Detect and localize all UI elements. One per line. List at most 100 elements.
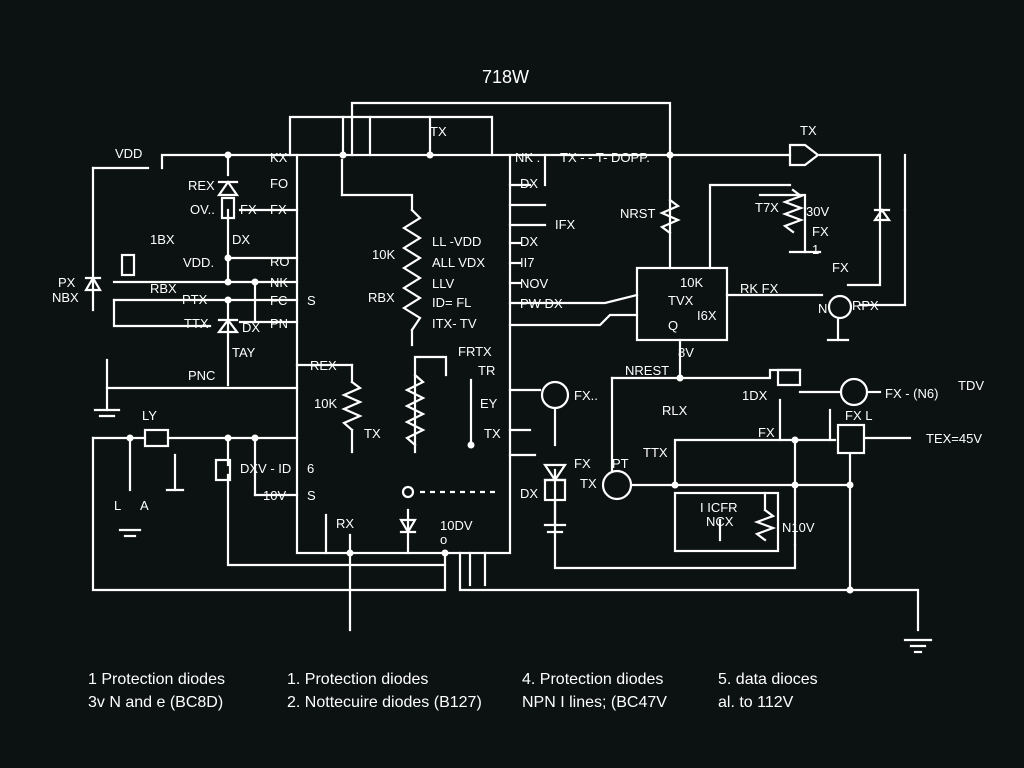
label-dx-bottom: DX xyxy=(520,486,538,501)
label-tx-3: TX xyxy=(580,476,597,491)
label-10k-2: 10K xyxy=(314,396,337,411)
label-ic-ro: RO xyxy=(270,254,290,269)
label-dx-4: DX xyxy=(520,234,538,249)
label-tx-right: TX xyxy=(800,123,817,138)
label-pw-dx: PW DX xyxy=(520,296,563,311)
legend-col-1: 1 Protection diodes 3v N and e (BC8D) xyxy=(88,668,225,714)
label-llv: LLV xyxy=(432,276,454,291)
label-tx-top: TX xyxy=(430,124,447,139)
label-fx-n6: FX - (N6) xyxy=(885,386,938,401)
diagram-title: 718W xyxy=(482,67,529,87)
label-ic-kx: KX xyxy=(270,150,288,165)
label-ly: LY xyxy=(142,408,157,423)
label-rbx-2: RBX xyxy=(368,290,395,305)
schematic-labels: 718W VDD REX OV.. FX 1BX DX VDD. PX NBX … xyxy=(52,67,984,547)
label-ic-fo: FO xyxy=(270,176,288,191)
legend-2-line-1: 1. Protection diodes xyxy=(287,671,429,688)
legend-col-3: 4. Protection diodes NPN I lines; (BC47V xyxy=(522,668,667,714)
legend-3-line-1: 4. Protection diodes xyxy=(522,671,664,688)
label-ic-nk: NK xyxy=(270,275,288,290)
label-nk-dot: NK . xyxy=(515,150,540,165)
label-px-left: PX xyxy=(58,275,76,290)
label-nbx: NBX xyxy=(52,290,79,305)
label-ic-s1: S xyxy=(307,293,316,308)
label-pnc: PNC xyxy=(188,368,215,383)
label-ncx: NCX xyxy=(706,514,734,529)
components xyxy=(84,143,892,535)
label-1: 1 xyxy=(812,242,819,257)
label-ov: OV.. xyxy=(190,202,215,217)
label-ic-6: 6 xyxy=(307,461,314,476)
legend-4-line-1: 5. data dioces xyxy=(718,671,818,688)
label-nov: NOV xyxy=(520,276,549,291)
label-tx-dopp: TX - - T- DOPP. xyxy=(560,150,650,165)
label-30v: 30V xyxy=(806,204,829,219)
legend-2-line-2: 2. Nottecuire diodes (B127) xyxy=(287,694,482,711)
label-10k-1: 10K xyxy=(372,247,395,262)
label-1bx: 1BX xyxy=(150,232,175,247)
label-rlx: RLX xyxy=(662,403,688,418)
label-dx-3: DX xyxy=(520,176,538,191)
label-o: o xyxy=(440,532,447,547)
label-nrest: NREST xyxy=(625,363,669,378)
label-ttx: TTX xyxy=(184,316,209,331)
label-ll-vdd: LL -VDD xyxy=(432,234,481,249)
legend-3-line-2: NPN I lines; (BC47V xyxy=(522,694,667,711)
label-nrst-1: NRST xyxy=(620,206,655,221)
label-vdd-top: VDD xyxy=(115,146,142,161)
label-tr: TR xyxy=(478,363,495,378)
label-fx-l: FX L xyxy=(845,408,872,423)
legend-col-4: 5. data dioces al. to 112V xyxy=(718,668,818,714)
label-ic-pn: PN xyxy=(270,316,288,331)
label-frtx: FRTX xyxy=(458,344,492,359)
label-tay: TAY xyxy=(232,345,256,360)
label-vdd-2: VDD. xyxy=(183,255,214,270)
label-rbx: RBX xyxy=(150,281,177,296)
label-dxv-id: DXV - ID xyxy=(240,461,291,476)
label-ii7: II7 xyxy=(520,255,534,270)
label-tx-1: TX xyxy=(364,426,381,441)
label-10k-3: 10K xyxy=(680,275,703,290)
label-ic-s2: S xyxy=(307,488,316,503)
legend-1-line-2: 3v N and e (BC8D) xyxy=(88,694,224,711)
label-fx-r1: FX xyxy=(812,224,829,239)
label-i6x: I6X xyxy=(697,308,717,323)
circle-nodes xyxy=(401,294,869,501)
label-q: Q xyxy=(668,318,678,333)
label-t7x: T7X xyxy=(755,200,779,215)
label-rpx: RPX xyxy=(852,298,879,313)
junction-dots xyxy=(126,151,854,594)
legend-col-2: 1. Protection diodes 2. Nottecuire diode… xyxy=(287,668,482,714)
main-ic xyxy=(295,153,512,555)
label-a: A xyxy=(140,498,149,513)
label-all-vdx: ALL VDX xyxy=(432,255,485,270)
label-tx-2: TX xyxy=(484,426,501,441)
label-dx-2: DX xyxy=(242,320,260,335)
label-fx-3: FX xyxy=(758,425,775,440)
label-tex-45v: TEX=45V xyxy=(926,431,982,446)
label-ptx: PTX xyxy=(182,292,208,307)
label-n10v: N10V xyxy=(782,520,815,535)
label-fx-4: FX xyxy=(574,456,591,471)
label-rx-1: RX xyxy=(336,516,354,531)
legend-1-line-1: 1 Protection diodes xyxy=(88,671,225,688)
label-ic-fx: FX xyxy=(270,202,287,217)
label-ic-fc: FC xyxy=(270,293,287,308)
label-ttx-2: TTX xyxy=(643,445,668,460)
label-fx-1: FX xyxy=(240,202,257,217)
label-rex-1: REX xyxy=(188,178,215,193)
right-ic xyxy=(635,266,729,342)
label-fx-r2: FX xyxy=(832,260,849,275)
label-itx-tv: ITX- TV xyxy=(432,316,477,331)
label-id-fl: ID= FL xyxy=(432,295,471,310)
bottom-right-box xyxy=(673,491,780,553)
label-rex-2: REX xyxy=(310,358,337,373)
label-icfr: I ICFR xyxy=(700,500,738,515)
label-tvx: TVX xyxy=(668,293,694,308)
label-10dv: 10DV xyxy=(440,518,473,533)
label-rk-fx: RK FX xyxy=(740,281,779,296)
label-10v: 10V xyxy=(263,488,286,503)
resistors xyxy=(341,188,805,542)
label-ifx: IFX xyxy=(555,217,576,232)
